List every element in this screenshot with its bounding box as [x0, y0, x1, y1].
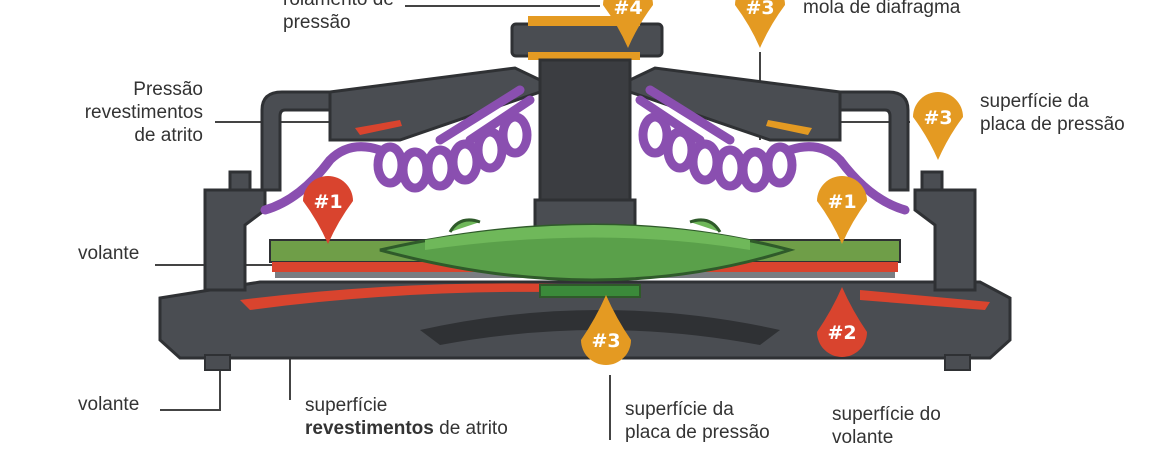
badge-text-b1-right: #1: [827, 191, 856, 213]
label-lining-surface-bold: revestimentos: [305, 418, 434, 439]
label-plate-surface-right: superfície da placa de pressão: [980, 90, 1125, 136]
label-pressure-bearing: rolamento de pressão: [283, 0, 394, 34]
label-flywheel-surface: superfície do volante: [832, 403, 941, 449]
label-flywheel-bottom-left-line1: volante: [78, 393, 139, 416]
badge-b3-top: #3: [735, 0, 785, 48]
label-lining-surface-line1: superfície: [305, 394, 508, 417]
leader-lines: [155, 6, 910, 440]
badge-b1-left: #1: [303, 176, 353, 244]
label-flywheel-surface-line1: superfície do: [832, 403, 941, 426]
label-plate-surface-right-line1: superfície da: [980, 90, 1125, 113]
label-pressure-linings-line3: de atrito: [60, 124, 203, 147]
badge-text-b3-top: #3: [745, 0, 774, 19]
label-flywheel-surface-line2: volante: [832, 426, 941, 449]
label-flywheel-left-line1: volante: [78, 242, 139, 265]
label-pressure-linings-line1: Pressão: [60, 78, 203, 101]
badge-b1-right: #1: [817, 176, 867, 244]
label-plate-surface-bottom-line1: superfície da: [625, 398, 770, 421]
label-flywheel-bottom-left: volante: [78, 393, 139, 416]
label-lining-surface: superfície revestimentos de atrito: [305, 394, 508, 440]
label-flywheel-left: volante: [78, 242, 139, 265]
label-pressure-linings-line2: revestimentos: [60, 101, 203, 124]
center-shaft: [512, 16, 662, 235]
badge-text-b3-right: #3: [923, 107, 952, 129]
label-plate-surface-bottom-line2: placa de pressão: [625, 421, 770, 444]
label-pressure-bearing-line1: rolamento de: [283, 0, 394, 11]
label-diaphragm-spring-line1: mola de diafragma: [803, 0, 960, 19]
label-lining-surface-rest: de atrito: [434, 418, 508, 439]
badge-text-b3-bottom: #3: [591, 330, 620, 352]
label-diaphragm-spring: mola de diafragma: [803, 0, 960, 19]
label-pressure-linings: Pressão revestimentos de atrito: [60, 78, 203, 147]
label-pressure-bearing-line2: pressão: [283, 11, 394, 34]
badge-text-b1-left: #1: [313, 191, 342, 213]
badge-text-b2-right: #2: [827, 322, 856, 344]
label-plate-surface-bottom: superfície da placa de pressão: [625, 398, 770, 444]
label-plate-surface-right-line2: placa de pressão: [980, 113, 1125, 136]
badge-text-b4-top: #4: [613, 0, 642, 19]
badge-b3-right: #3: [913, 92, 963, 160]
label-lining-surface-line2: revestimentos de atrito: [305, 417, 508, 440]
